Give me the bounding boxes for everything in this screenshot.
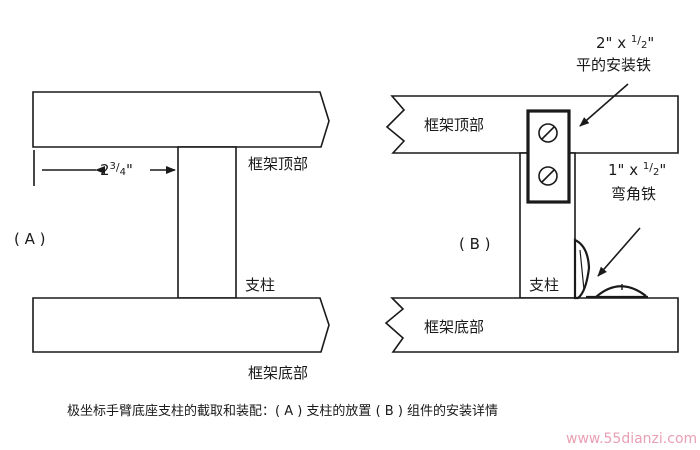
angle-iron-name-label: 弯角铁 [611,185,656,203]
flat-plate-size-label: 2" x 1/2" [596,34,654,52]
flat-plate-name-label: 平的安装铁 [576,56,651,74]
panel-a-tag: ( A ) [14,230,46,248]
flat-plate-leader-arrow [579,83,629,127]
frame-bottom-board-a [32,297,330,353]
dimension-label: 23/4" [100,161,133,179]
frame-top-board-a [32,91,330,148]
flat-mounting-plate [526,109,571,204]
watermark-text: www.55dianzi.com [566,431,697,447]
label-post-b: 支柱 [529,276,559,294]
panel-b: 2" x 1/2" 平的安装铁 1" x 1/2" 弯角铁 框架顶部 支柱 框架… [384,34,679,353]
angle-iron-horizontal-leg [586,285,648,299]
frame-bottom-board-b [384,297,679,353]
panel-b-tag: ( B ) [459,235,491,253]
screw-lower-icon [538,166,558,186]
label-post-a: 支柱 [245,276,275,294]
screw-upper-icon [538,123,558,143]
label-frame-top-b: 框架顶部 [424,116,484,134]
figure-caption: 极坐标手臂底座支柱的截取和装配：( A ) 支柱的放置 ( B ) 组件的安装详… [67,403,498,419]
angle-iron-size-label: 1" x 1/2" [608,161,666,179]
label-frame-bottom-a: 框架底部 [248,364,308,382]
angle-iron-leader-arrow [597,227,641,277]
panel-a: 23/4" 框架顶部 支柱 框架底部 ( A ) [14,91,330,382]
label-frame-top-a: 框架顶部 [248,155,308,173]
label-frame-bottom-b: 框架底部 [424,318,484,336]
angle-iron-edge [579,249,585,291]
post-a [177,146,237,299]
